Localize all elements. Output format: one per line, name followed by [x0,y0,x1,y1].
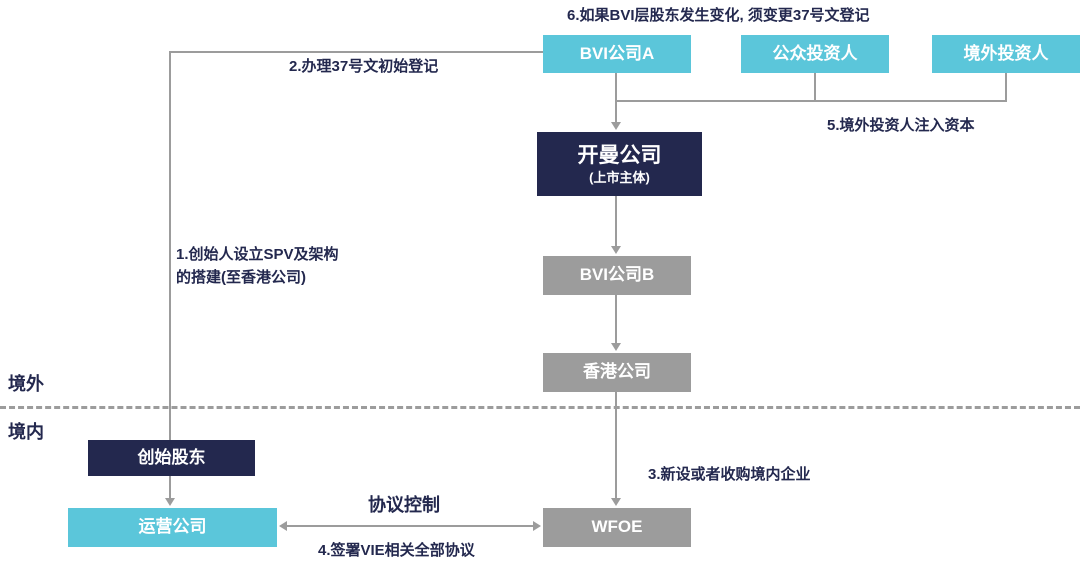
connector-hongkong-to-wfoe-line [615,392,617,500]
node-offshore-investors: 境外投资人 [932,35,1080,73]
label-step5: 5.境外投资人注入资本 [827,117,975,134]
label-step4: 4.签署VIE相关全部协议 [318,542,475,559]
offshore-onshore-divider [0,406,1080,409]
connector-bvia-to-cayman-line [615,73,617,123]
node-bvi-company-b: BVI公司B [543,256,691,295]
label-step1: 1.创始人设立SPV及架构 的搭建(至香港公司) [176,243,339,289]
arrowhead-into-operating-company [165,498,175,506]
arrowhead-into-hongkong [611,343,621,351]
connector-investors-horizontal-line [615,100,1007,102]
node-bvi-company-a: BVI公司A [543,35,691,73]
label-vie-control: 协议控制 [368,495,440,515]
arrowhead-into-operating-company-right [279,521,287,531]
arrowhead-into-bvib [611,246,621,254]
connector-bvib-to-hongkong-line [615,295,617,345]
label-step6: 6.如果BVI层股东发生变化, 须变更37号文登记 [567,7,870,24]
node-founding-shareholders: 创始股东 [88,440,255,476]
node-operating-company: 运营公司 [68,508,277,547]
arrowhead-into-wfoe [611,498,621,506]
label-step1-line1: 1.创始人设立SPV及架构 [176,246,339,263]
node-wfoe: WFOE [543,508,691,547]
node-cayman-company: 开曼公司 (上市主体) [537,132,702,196]
cayman-company-title: 开曼公司 [577,143,662,167]
node-hong-kong-company: 香港公司 [543,353,691,392]
connector-left-vertical-line [169,51,171,500]
cayman-company-subtitle: (上市主体) [589,169,650,185]
region-label-onshore: 境内 [8,422,44,442]
label-step2: 2.办理37号文初始登记 [289,58,439,75]
connector-cayman-to-bvib-line [615,196,617,248]
connector-public-investors-line [814,73,816,101]
connector-vie-control-line [287,525,533,527]
connector-bvia-to-left-line [169,51,544,53]
label-step3: 3.新设或者收购境内企业 [648,466,811,483]
label-step1-line2: 的搭建(至香港公司) [176,269,306,286]
arrowhead-into-cayman [611,122,621,130]
connector-offshore-investors-line [1005,73,1007,101]
node-public-investors: 公众投资人 [741,35,889,73]
arrowhead-into-wfoe-left [533,521,541,531]
region-label-offshore: 境外 [8,374,44,394]
